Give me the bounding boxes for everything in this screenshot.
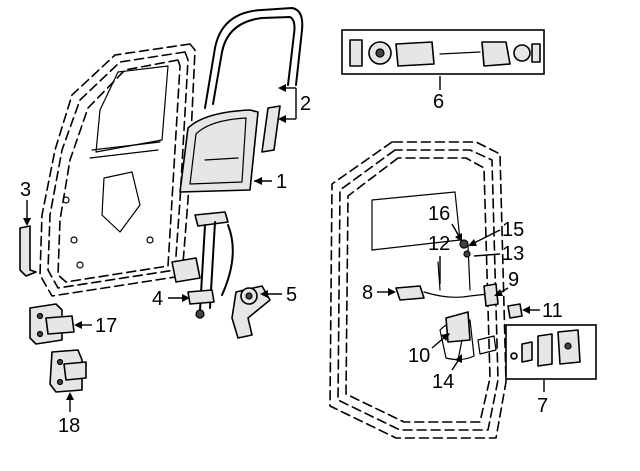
callout-12: 12 [428,233,450,255]
striker-kit-box [505,324,597,380]
callout-13: 13 [502,243,524,265]
callout-1: 1 [276,171,287,193]
lock-cylinder-kit-box [341,29,545,75]
door-weatherstrip-part [19,225,37,277]
callout-5: 5 [286,284,297,306]
callout-14: 14 [432,371,454,393]
callout-16: 16 [428,203,450,225]
callout-18: 18 [58,415,80,437]
callout-4: 4 [152,288,163,310]
regulator-motor-part [231,285,271,339]
callout-9: 9 [508,269,519,291]
window-regulator-part [171,211,234,319]
left-door-shell [39,43,196,297]
callout-6: 6 [433,91,444,113]
run-channel-part [204,7,304,153]
callout-3: 3 [20,179,31,201]
upper-hinge-part [29,303,75,345]
callout-11: 11 [542,300,563,322]
callout-15: 15 [502,219,524,241]
callout-7: 7 [537,395,548,417]
window-glass-part [179,109,259,193]
leader-lines [23,76,545,412]
callout-17: 17 [95,315,117,337]
callout-labels: 1 2 3 4 5 6 7 8 9 10 11 12 13 14 15 16 1… [20,91,563,437]
callout-10: 10 [408,345,430,367]
lower-hinge-part [49,349,87,393]
callout-2: 2 [300,93,311,115]
callout-8: 8 [362,282,373,304]
